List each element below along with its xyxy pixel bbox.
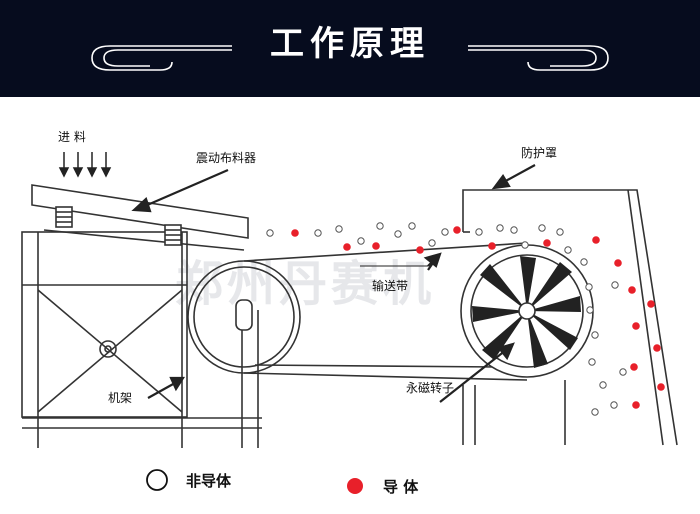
permanent-magnet-rotor bbox=[460, 244, 594, 378]
page-title: 工作原理 bbox=[270, 24, 430, 64]
label-frame: 机架 bbox=[108, 391, 132, 405]
callout-arrows bbox=[131, 164, 536, 403]
label-protective-cover: 防护罩 bbox=[521, 145, 557, 160]
vibrating-feeder bbox=[31, 184, 249, 251]
legend-label-conductor: 导 体 bbox=[383, 478, 419, 496]
legend-label-non-conductor: 非导体 bbox=[186, 472, 232, 490]
machine-frame bbox=[21, 231, 262, 448]
legend-swatch-non-conductor bbox=[146, 469, 168, 491]
title-banner bbox=[0, 0, 700, 97]
watermark-text: 郑州丹赛机 bbox=[175, 256, 435, 312]
legend-swatch-conductor bbox=[347, 478, 363, 494]
banner-decoration-right bbox=[468, 45, 609, 71]
legend: 非导体 导 体 bbox=[146, 469, 419, 496]
feed-arrows bbox=[58, 152, 112, 178]
conveyor-belt bbox=[187, 242, 528, 381]
banner-decoration-left bbox=[91, 45, 232, 71]
label-magnetic-rotor: 永磁转子 bbox=[406, 380, 454, 395]
non-conductor-particles bbox=[266, 222, 627, 416]
label-vibrating-feeder: 震动布料器 bbox=[196, 151, 256, 165]
label-conveyor-belt: 输送带 bbox=[372, 278, 408, 293]
conductor-particles bbox=[291, 226, 665, 409]
protective-cover bbox=[462, 189, 678, 446]
label-feed: 进 料 bbox=[58, 130, 86, 144]
